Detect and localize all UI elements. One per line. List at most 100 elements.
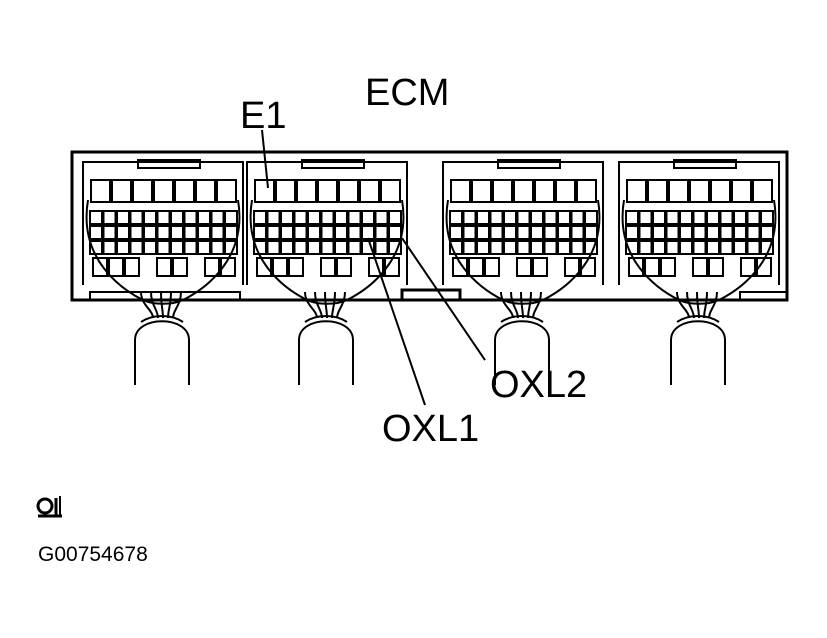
pin-cell <box>679 240 693 255</box>
pin-cell <box>638 225 653 240</box>
pin-cell <box>628 257 644 277</box>
pin-cell <box>388 225 402 240</box>
pin-cell <box>320 257 336 277</box>
pin-cell <box>532 257 548 277</box>
pin-cell <box>307 210 321 225</box>
pin-cell <box>570 210 585 225</box>
pin-cell <box>280 225 294 240</box>
pin-cell <box>307 240 321 255</box>
pin-cell <box>156 210 171 225</box>
pin-cell <box>584 225 598 240</box>
pin-cell <box>719 225 734 240</box>
pin-cell <box>116 225 130 240</box>
pin-cell <box>102 240 117 255</box>
pin-cell <box>652 210 666 225</box>
graphic-sensor-icon <box>36 496 62 518</box>
pin-cell <box>516 210 531 225</box>
pin-cell <box>253 210 267 225</box>
pin-cell <box>534 179 555 203</box>
pin-cell <box>129 240 144 255</box>
pin-cell <box>692 240 707 255</box>
pin-cell <box>116 210 130 225</box>
pin-cell <box>334 225 348 240</box>
pin-cell <box>476 225 490 240</box>
pin-cell <box>746 225 761 240</box>
pin-cell <box>719 210 734 225</box>
pin-cell <box>708 257 724 277</box>
pin-cell <box>647 179 668 203</box>
pin-cell <box>156 257 172 277</box>
pin-cell <box>710 179 731 203</box>
pin-cell <box>679 210 693 225</box>
pin-cell <box>204 257 220 277</box>
pin-cell <box>462 240 477 255</box>
pin-cell <box>584 210 598 225</box>
connector-block <box>82 159 244 385</box>
pin-cell <box>334 240 348 255</box>
pin-cell <box>489 225 504 240</box>
pin-cell <box>692 257 708 277</box>
pin-cell <box>254 179 275 203</box>
pin-cell <box>347 225 362 240</box>
pin-cell <box>557 225 571 240</box>
connector-block <box>442 159 604 385</box>
pin-cell <box>638 240 653 255</box>
pin-cell <box>102 210 117 225</box>
pin-cell <box>374 240 389 255</box>
pin-cell <box>183 240 198 255</box>
pin-cell <box>570 225 585 240</box>
leader-oxl1 <box>367 237 426 406</box>
pin-cell <box>530 225 544 240</box>
pin-cell <box>361 225 375 240</box>
pin-cell <box>638 210 653 225</box>
pin-cell <box>543 225 558 240</box>
pin-cell <box>359 179 380 203</box>
pin-cell <box>706 240 720 255</box>
pin-cell <box>471 179 492 203</box>
pin-cell <box>336 257 352 277</box>
pin-cell <box>266 210 281 225</box>
pin-cell <box>760 210 774 225</box>
pin-cell <box>388 210 402 225</box>
pin-cell <box>489 240 504 255</box>
pin-cell <box>197 210 211 225</box>
ecm-housing <box>70 150 789 302</box>
pin-cell <box>293 210 308 225</box>
pin-cell <box>124 257 140 277</box>
pin-cell <box>156 240 171 255</box>
pin-cell <box>183 225 198 240</box>
pin-cell <box>731 179 752 203</box>
pin-cell <box>320 210 335 225</box>
pin-cell <box>89 225 103 240</box>
pin-cell <box>564 257 580 277</box>
pin-cell <box>492 179 513 203</box>
pin-cell <box>449 225 463 240</box>
pin-cell <box>183 210 198 225</box>
pin-cell <box>679 225 693 240</box>
pin-cell <box>108 257 124 277</box>
connector-block <box>246 159 408 385</box>
pin-cell <box>660 257 676 277</box>
pin-cell <box>719 240 734 255</box>
pin-cell <box>266 240 281 255</box>
pin-cell <box>89 210 103 225</box>
pin-cell <box>172 257 188 277</box>
oxl2-label: OXL2 <box>490 364 587 406</box>
pin-cell <box>733 240 747 255</box>
pin-cell <box>347 240 362 255</box>
ecm-label: ECM <box>365 72 449 114</box>
pin-cell <box>174 179 195 203</box>
pin-cell <box>347 210 362 225</box>
pin-cell <box>216 179 237 203</box>
pin-cell <box>224 225 238 240</box>
pin-cell <box>129 225 144 240</box>
pin-cell <box>197 240 211 255</box>
pin-cell <box>210 240 225 255</box>
pin-cell <box>374 225 389 240</box>
pin-cell <box>625 210 639 225</box>
pin-cell <box>557 240 571 255</box>
pin-cell <box>503 240 517 255</box>
pin-cell <box>280 240 294 255</box>
e1-label: E1 <box>240 95 286 137</box>
